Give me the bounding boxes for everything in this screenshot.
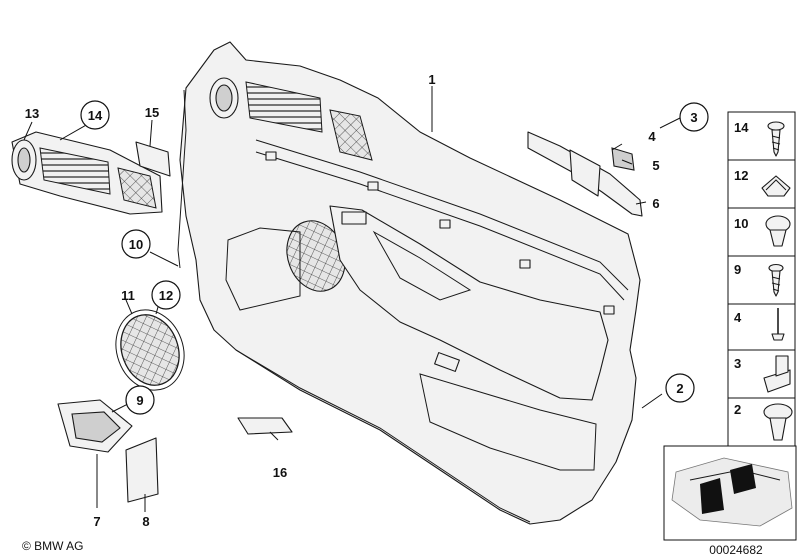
rail-clip [265,151,277,161]
door-highlight-rear [730,464,756,494]
door-highlight-front [700,478,724,514]
bracket-nut [611,147,635,171]
parts-sidebar: 14 12 10 9 4 3 [727,111,796,447]
leader-lines [23,86,681,512]
callout-4: 4 [648,129,656,144]
callout-11: 11 [121,288,135,303]
window-switch [341,211,367,225]
callout-10: 10 [129,237,143,252]
rail-clip [603,305,615,315]
panel-vent-grille [245,81,323,133]
clip-cover [237,417,293,435]
callout-12-circle [151,280,181,310]
bracket-assembly [527,131,643,217]
sidebar-label-12: 12 [734,168,748,183]
diagram-number: 00024682 [709,543,763,557]
panel-vent-mesh [329,109,373,161]
callout-14-circle [80,100,110,130]
callout-2-circle [665,373,695,403]
pull-handle-recess [372,230,472,301]
sidebar-label-9: 9 [734,262,741,277]
screw-icon [767,121,785,157]
callout-12: 12 [159,288,173,303]
bracket-icon [763,355,791,393]
seal-strip [177,89,187,269]
cover-cap [135,141,171,177]
callout-6: 6 [652,196,659,211]
push-clip-icon [763,403,793,441]
rivet-icon [771,308,785,341]
grommet-icon [761,175,791,197]
callout-10-circle [121,229,151,259]
sidebar-label-2: 2 [734,402,741,417]
foam-pad [125,437,159,503]
callout-13: 13 [25,106,39,121]
callout-2: 2 [676,381,683,396]
callout-9: 9 [136,393,143,408]
sidebar-frame [727,111,796,447]
speaker-grille [120,314,180,386]
sidebar-label-4: 4 [734,310,742,325]
bracket-plate [569,149,601,197]
rail-clip [519,259,531,269]
callout-5: 5 [652,158,659,173]
armrest [329,205,609,401]
speaker-grille-ring [115,309,185,391]
callout-3-circle [679,102,709,132]
car-location-thumbnail [663,445,797,541]
sidebar-label-3: 3 [734,356,741,371]
lower-clip [434,352,460,372]
copyright-text: © BMW AG [22,539,84,553]
callout-7: 7 [93,514,100,529]
rail-clip [439,219,451,229]
callout-3: 3 [690,110,697,125]
callout-16: 16 [273,465,287,480]
map-pocket [225,227,301,311]
callout-8: 8 [142,514,149,529]
vent-grille [39,147,111,195]
sidebar-label-14: 14 [734,120,749,135]
door-trim-panel [179,41,641,525]
vent-assembly [11,131,163,215]
screw-icon [768,263,784,297]
callout-15: 15 [145,105,159,120]
vent-mesh [117,167,157,209]
rail-clip [367,181,379,191]
callout-1: 1 [428,72,435,87]
sidebar-label-10: 10 [734,216,748,231]
clip-icon [765,215,791,247]
panel-vent-knob [215,84,233,112]
callout-14: 14 [88,108,103,123]
upper-rail [255,139,629,291]
callouts: 1 2 3 4 5 6 7 8 9 10 11 12 13 14 15 16 [25,72,709,529]
callout-9-circle [125,385,155,415]
vent-knob [17,147,31,173]
